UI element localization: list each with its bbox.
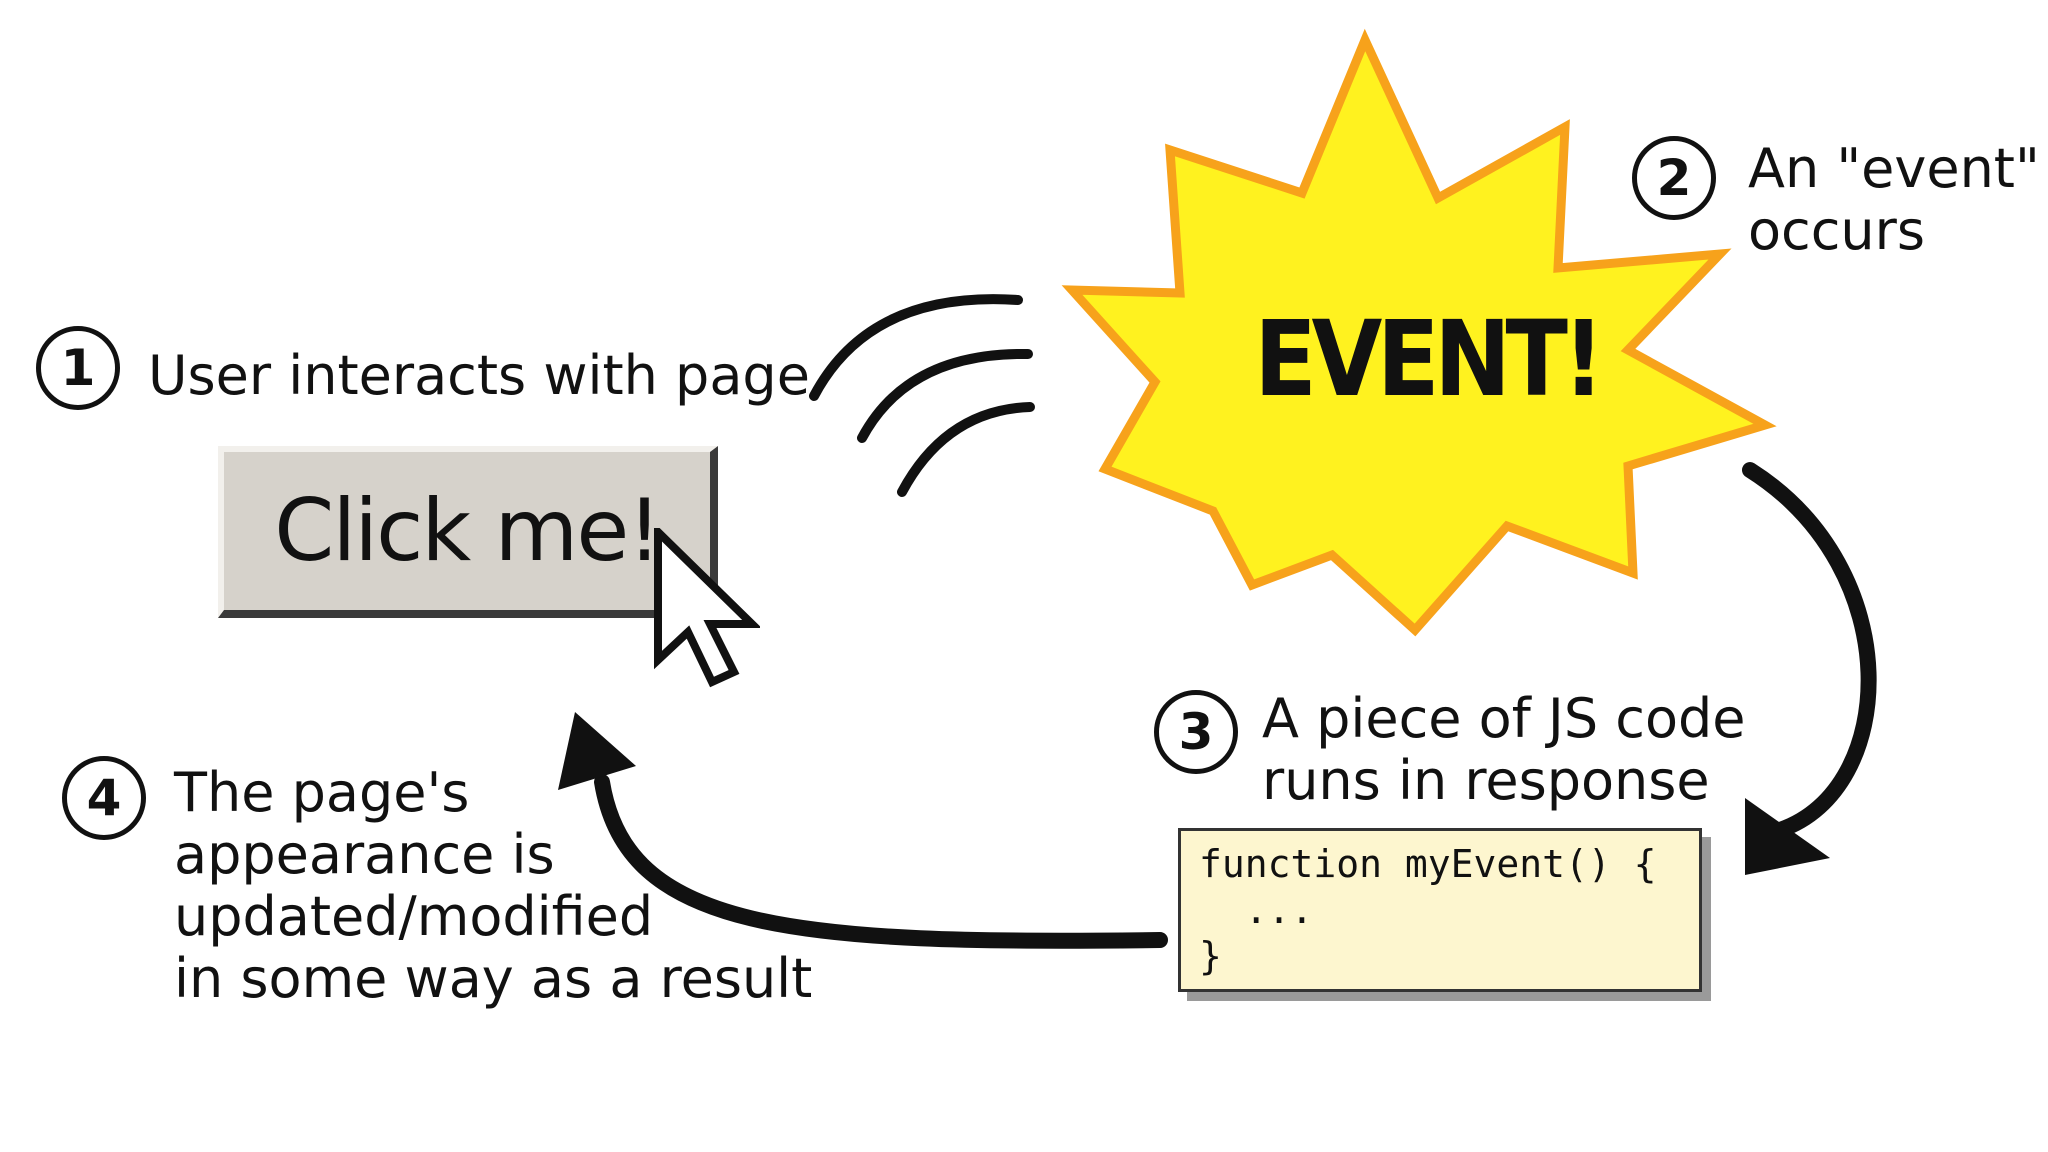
signal-waves-icon <box>809 294 1035 497</box>
step-4-label: The page's appearance is updated/modifie… <box>174 761 813 1010</box>
code-line: function myEvent() { <box>1199 842 1657 886</box>
step-3-label: A piece of JS code runs in response <box>1262 687 1746 812</box>
step-2-label: An "event" occurs <box>1748 137 2040 262</box>
step-1-badge: 1 <box>36 326 120 410</box>
event-label: EVENT! <box>1254 298 1604 420</box>
step-1-label: User interacts with page <box>148 344 810 407</box>
curved-arrow-down-icon <box>1742 462 1877 875</box>
step-4-badge: 4 <box>62 756 146 840</box>
curved-arrow-left-icon <box>558 712 1168 949</box>
code-line: ... <box>1199 888 1314 932</box>
code-line: } <box>1199 934 1222 978</box>
arrow-cursor-icon <box>654 528 760 688</box>
click-me-button[interactable]: Click me! <box>218 446 718 618</box>
code-snippet: function myEvent() { ... } <box>1178 828 1702 992</box>
starburst-icon <box>1061 28 1777 637</box>
step-3-badge: 3 <box>1154 690 1238 774</box>
step-2-badge: 2 <box>1632 136 1716 220</box>
